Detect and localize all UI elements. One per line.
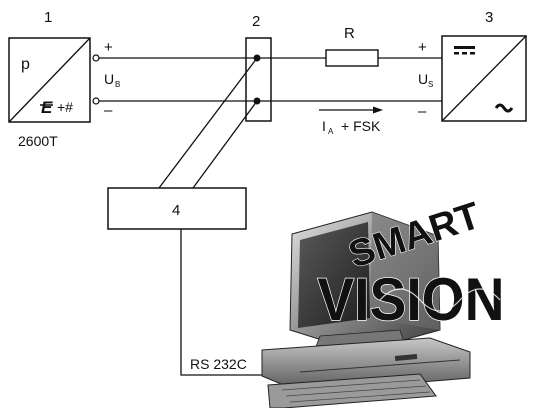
label-num3: 3 [485, 9, 493, 26]
label-ia: I [322, 118, 326, 134]
label-minus-right: – [418, 103, 427, 120]
label-num4: 4 [172, 202, 180, 219]
transmitter-block: 1 p E +# 2600T + – U B [8, 9, 120, 149]
label-e: E [41, 98, 53, 117]
label-r: R [344, 25, 355, 42]
monitor-screen [298, 222, 370, 328]
label-ia-sub: A [328, 127, 334, 136]
label-plus-right: + [418, 39, 427, 56]
junction-box-rect [245, 37, 272, 122]
tap-wire-top [158, 57, 258, 189]
ac-symbol [494, 103, 514, 113]
interface-box [107, 187, 247, 230]
terminal-plus-left [92, 54, 100, 62]
label-p: p [21, 56, 30, 73]
label-2600t: 2600T [18, 133, 58, 149]
label-ub-sub: B [115, 80, 120, 89]
hart-interface: 4 RS 232C [107, 57, 292, 376]
label-ub: U [104, 71, 114, 87]
dc-symbol [454, 46, 475, 55]
label-e-suffix: +# [57, 99, 73, 115]
logo-vision: VISION [317, 267, 504, 334]
power-supply-block: 3 + – U S [418, 9, 527, 122]
label-num2: 2 [252, 13, 260, 30]
transmitter-diagonal [8, 37, 91, 123]
label-us: U [418, 71, 428, 87]
resistor-rect [325, 49, 379, 67]
label-num1: 1 [44, 9, 52, 26]
rs232-cable [180, 229, 292, 376]
computer-illustration [261, 211, 471, 408]
supply-diagonal [441, 35, 527, 122]
label-minus-left: – [104, 102, 113, 119]
terminal-minus-left [92, 97, 100, 105]
label-plus-left: + [104, 39, 113, 56]
label-rs232: RS 232C [190, 356, 247, 372]
label-us-sub: S [428, 80, 433, 89]
label-ia-suffix: + FSK [341, 118, 381, 134]
junction-box: 2 [245, 13, 272, 122]
current-arrow: I A + FSK [319, 106, 383, 136]
tap-wire-bottom [192, 100, 258, 189]
resistor: R [325, 25, 379, 67]
